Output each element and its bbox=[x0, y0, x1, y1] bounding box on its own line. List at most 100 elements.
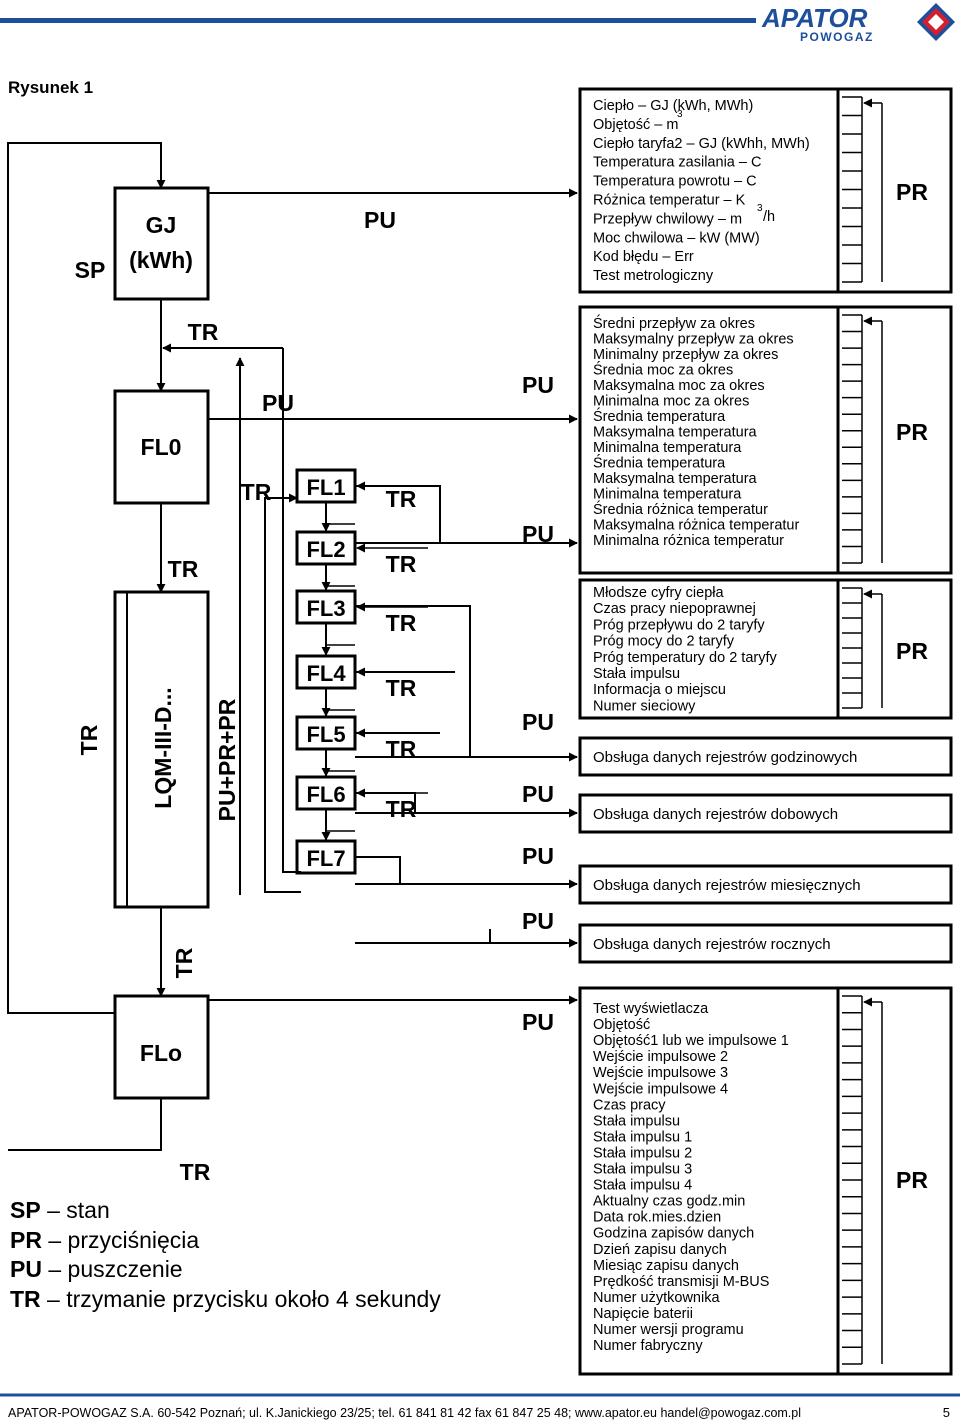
pu-pr-label: PU+PR+PR bbox=[214, 698, 240, 821]
fl1-feed bbox=[355, 485, 441, 543]
box2-item: Średni przepływ za okres bbox=[593, 314, 755, 332]
fl2-label: FL2 bbox=[306, 537, 345, 562]
box4-item: Test wyświetlacza bbox=[593, 1001, 709, 1017]
box2-item: Średnia temperatura bbox=[593, 407, 726, 425]
box4-item: Godzina zapisów danych bbox=[593, 1226, 754, 1242]
header-bar bbox=[0, 18, 756, 23]
fl0-box bbox=[113, 389, 210, 505]
box4-item: Data rok.mies.dzien bbox=[593, 1210, 721, 1226]
box2-item: Średnia temperatura bbox=[593, 454, 726, 472]
box1-item: Test metrologiczny bbox=[593, 268, 714, 284]
pu-label-row6: PU bbox=[522, 908, 554, 934]
pu-label-row7: PU bbox=[522, 1009, 554, 1035]
tr-label-fl4: TR bbox=[386, 675, 417, 701]
box2-item: Minimalna różnica temperatur bbox=[593, 533, 784, 549]
fl-side-6 bbox=[325, 811, 355, 832]
box2-pr-box bbox=[836, 305, 953, 575]
box3-item: Młodsze cyfry ciepła bbox=[593, 585, 724, 601]
box2-pr-label: PR bbox=[896, 419, 928, 445]
fl7-feed bbox=[355, 856, 401, 884]
tr-label-fl3: TR bbox=[386, 610, 417, 636]
sp-frame: GJ (kWh) SP bbox=[75, 186, 210, 301]
figure-title: Rysunek 1 bbox=[8, 78, 93, 97]
fl6-label: FL6 bbox=[306, 782, 345, 807]
brand-logo-icon bbox=[917, 3, 955, 41]
box1-pr-label: PR bbox=[896, 179, 928, 205]
tr-loop-line bbox=[7, 142, 166, 1014]
box-day bbox=[578, 793, 953, 834]
box1-item: Ciepło – GJ (kWh, MWh) bbox=[593, 98, 753, 114]
fl0-label: FL0 bbox=[141, 434, 182, 460]
box3-pr-box bbox=[836, 578, 953, 720]
gj-label: GJ bbox=[146, 212, 177, 238]
box2-item: Maksymalna temperatura bbox=[593, 425, 758, 441]
tr-label-3: TR bbox=[241, 479, 272, 505]
box4-item: Stała impulsu 3 bbox=[593, 1162, 692, 1178]
fl1-label: FL1 bbox=[306, 475, 345, 500]
pu-label-top: PU bbox=[364, 207, 396, 233]
fl-loop-inner bbox=[264, 493, 301, 893]
box1-item: Przepływ chwilowy – m bbox=[593, 211, 742, 227]
flo-box bbox=[113, 994, 210, 1100]
fl-side-4 bbox=[325, 690, 355, 711]
box1-item: Temperatura zasilania – C bbox=[593, 155, 761, 171]
box3-item: Próg temperatury do 2 taryfy bbox=[593, 650, 777, 666]
box2-item: Średnia moc za okres bbox=[593, 361, 733, 379]
pu-label-row1: PU bbox=[522, 372, 554, 398]
box3-item: Próg mocy do 2 taryfy bbox=[593, 634, 735, 650]
box4-item: Aktualny czas godz.min bbox=[593, 1194, 745, 1210]
fl-side-1 bbox=[325, 504, 355, 525]
tr-label-4: TR bbox=[171, 947, 197, 978]
fl7-label: FL7 bbox=[306, 846, 345, 871]
legend-sp: SP – stan bbox=[10, 1197, 110, 1223]
box1-item: Ciepło taryfa2 – GJ (kWhh, MWh) bbox=[593, 136, 810, 152]
box4-item: Numer wersji programu bbox=[593, 1322, 744, 1338]
box2-item: Minimalna temperatura bbox=[593, 487, 742, 503]
box3-item: Informacja o miejscu bbox=[593, 682, 726, 698]
right-boxes: Ciepło – GJ (kWh, MWh) Objętość – m Ciepło… bbox=[578, 87, 953, 1376]
sup-flow: 3 bbox=[757, 203, 763, 214]
box4-item: Stała impulsu bbox=[593, 1113, 680, 1129]
box4-item: Wejście impulsowe 4 bbox=[593, 1081, 728, 1097]
fl3-label: FL3 bbox=[306, 596, 345, 621]
box-year bbox=[578, 923, 953, 964]
tr-label-1: TR bbox=[188, 319, 219, 345]
box2-item: Maksymalna moc za okres bbox=[593, 378, 765, 394]
box2-item: Minimalny przepływ za okres bbox=[593, 347, 778, 363]
pu-label-fl0: PU bbox=[262, 390, 294, 416]
tr-label-fl5: TR bbox=[386, 736, 417, 762]
box2-item: Maksymalny przepływ za okres bbox=[593, 332, 794, 348]
sp-label: SP bbox=[75, 257, 106, 283]
pu-label-row3: PU bbox=[522, 709, 554, 735]
tr-arrow-flo-back bbox=[8, 1098, 162, 1151]
box1-item: Objętość – m bbox=[593, 117, 678, 133]
legend-tr: TR – trzymanie przycisku około 4 sekundy bbox=[10, 1286, 441, 1312]
tr-label-fl1: TR bbox=[386, 486, 417, 512]
tr-label-2: TR bbox=[168, 556, 199, 582]
fl5-label: FL5 bbox=[306, 722, 345, 747]
box3-item: Czas pracy niepoprawnej bbox=[593, 601, 756, 617]
fl-side-2 bbox=[325, 566, 355, 587]
box4-item: Wejście impulsowe 2 bbox=[593, 1049, 728, 1065]
fl4-label: FL4 bbox=[306, 661, 346, 686]
legend-pr: PR – przyciśnięcia bbox=[10, 1227, 199, 1253]
box-hour bbox=[578, 736, 953, 777]
box4-item: Numer użytkownika bbox=[593, 1290, 720, 1306]
box4-item: Czas pracy bbox=[593, 1097, 666, 1113]
box-hour-label: Obsługa danych rejestrów godzinowych bbox=[593, 749, 857, 766]
box4-item: Wejście impulsowe 3 bbox=[593, 1065, 728, 1081]
box1-item: Temperatura powrotu – C bbox=[593, 174, 757, 190]
flo-label: FLo bbox=[140, 1040, 182, 1066]
box4-item: Dzień zapisu danych bbox=[593, 1242, 727, 1258]
box-month-label: Obsługa danych rejestrów miesięcznych bbox=[593, 877, 861, 894]
box4-item: Stała impulsu 1 bbox=[593, 1129, 692, 1145]
box4-pr-label: PR bbox=[896, 1167, 928, 1193]
box4-item: Miesiąc zapisu danych bbox=[593, 1258, 739, 1274]
box2-item: Maksymalna temperatura bbox=[593, 471, 758, 487]
box4-item: Prędkość transmisji M-BUS bbox=[593, 1274, 769, 1290]
tr-label-fl6: TR bbox=[386, 796, 417, 822]
box4-item: Objętość bbox=[593, 1017, 650, 1033]
box1-pr-box bbox=[836, 87, 953, 294]
